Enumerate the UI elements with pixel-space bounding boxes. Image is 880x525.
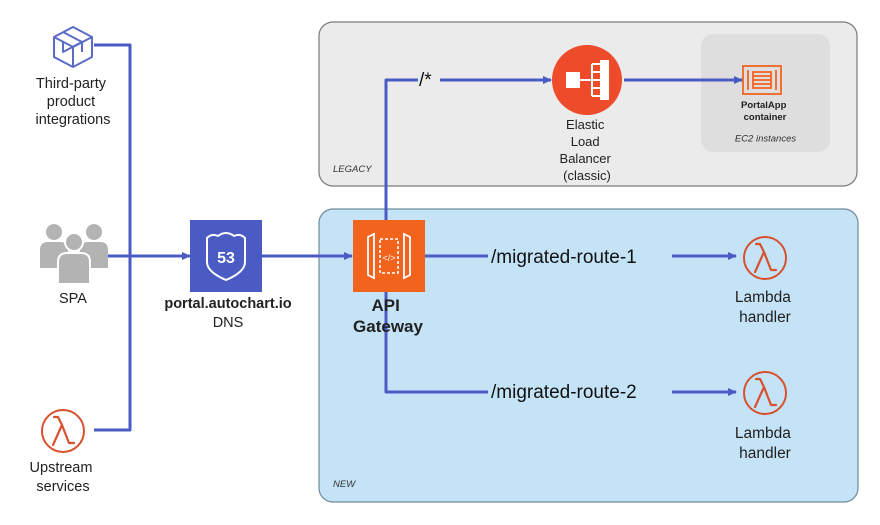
dns-name-label: portal.autochart.io <box>164 296 291 312</box>
lambda1-label-line1: Lambda <box>735 289 791 306</box>
api-gateway-label-line2: Gateway <box>353 317 423 336</box>
upstream-label: Upstream services <box>30 460 97 495</box>
route1-label-bg <box>488 243 672 269</box>
chip-container-icon <box>742 65 782 95</box>
users-icon <box>40 224 108 285</box>
elb-label-line1: Elastic <box>566 117 605 132</box>
lambda-icon <box>743 371 787 415</box>
lambda1-label: Lambda handler <box>735 289 795 326</box>
line-third-party-to-dns <box>94 43 132 256</box>
lambda2-label: Lambda handler <box>735 425 795 462</box>
upstream-label-line1: Upstream <box>30 460 93 476</box>
route1-label: /migrated-route-1 <box>491 247 637 268</box>
upstream-lambda-icon <box>41 409 85 453</box>
legacy-group-label: LEGACY <box>333 164 372 175</box>
third-party-label-line1: Third-party <box>36 76 107 92</box>
third-party-label-line3: integrations <box>36 112 111 128</box>
route2-label: /migrated-route-2 <box>491 382 637 403</box>
route2-label-bg <box>488 378 672 404</box>
lambda-icon <box>743 236 787 280</box>
api-gateway-label-line1: API <box>371 296 399 315</box>
portalapp-label-line1: PortalApp <box>741 100 787 111</box>
route-legacy-label: /* <box>419 70 432 91</box>
line-upstream-to-dns <box>94 256 132 432</box>
route-legacy-label-bg <box>418 66 440 90</box>
lambda2-label-line1: Lambda <box>735 425 791 442</box>
lambda1-label-line2: handler <box>739 309 791 326</box>
new-group-label: NEW <box>333 479 356 490</box>
elb-label-line2: Load <box>571 134 600 149</box>
lambda2-label-line2: handler <box>739 445 791 462</box>
ec2-group-label: EC2 instances <box>735 134 797 145</box>
new-group <box>318 208 859 503</box>
portalapp-label-line2: container <box>744 112 787 123</box>
third-party-label-line2: product <box>47 94 95 110</box>
cube-icon <box>53 26 93 68</box>
dns-type-label: DNS <box>213 315 244 331</box>
line-api-gateway-to-elb <box>384 76 552 222</box>
spa-label: SPA <box>59 291 87 307</box>
third-party-label: Third-party product integrations <box>36 76 111 128</box>
api-gateway-icon: </> <box>353 220 425 292</box>
route53-icon: 53 <box>190 220 262 292</box>
portalapp-label: PortalApp container <box>741 100 789 123</box>
svg-text:</>: </> <box>382 253 395 263</box>
upstream-label-line2: services <box>36 479 89 495</box>
elb-label-line4: (classic) <box>563 168 611 183</box>
elb-label-line3: Balancer <box>560 151 612 166</box>
elb-label: Elastic Load Balancer (classic) <box>560 117 615 183</box>
route53-badge: 53 <box>217 250 235 267</box>
api-gateway-label: API Gateway <box>353 296 423 336</box>
load-balancer-icon <box>552 45 622 115</box>
ec2-group <box>701 34 830 152</box>
